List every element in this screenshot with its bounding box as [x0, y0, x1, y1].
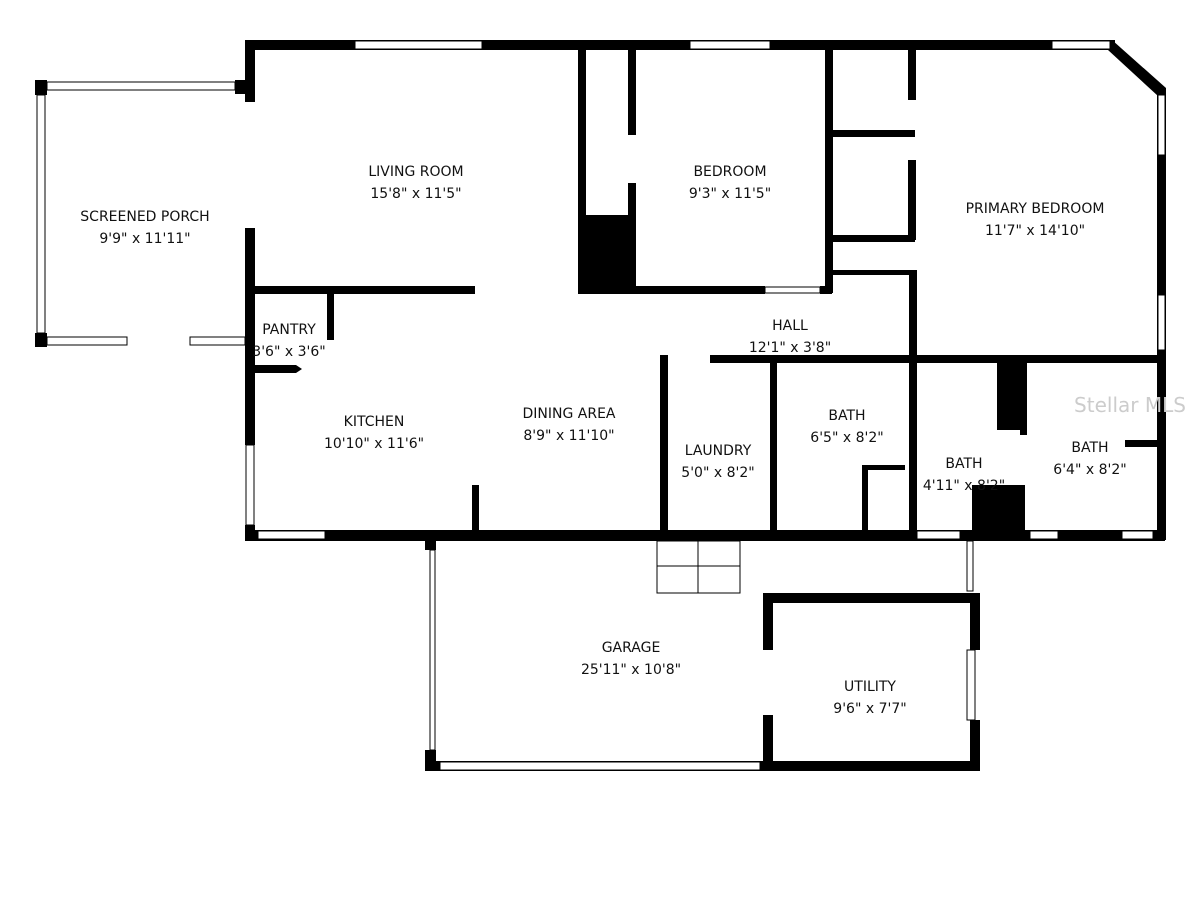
utility-dims: 9'6" x 7'7": [833, 701, 906, 717]
hall-name: HALL: [772, 318, 808, 334]
dining-area-dims: 8'9" x 11'10": [523, 428, 614, 444]
living-room-dims: 15'8" x 11'5": [370, 186, 461, 202]
pantry-name: PANTRY: [262, 322, 316, 338]
living-room-name: LIVING ROOM: [368, 164, 463, 180]
pantry-dims: 3'6" x 3'6": [252, 344, 325, 360]
hall-dims: 12'1" x 3'8": [749, 340, 831, 356]
room-labels: SCREENED PORCH 9'9" x 11'11" LIVING ROOM…: [80, 164, 1186, 717]
bath-1-dims: 6'5" x 8'2": [810, 430, 883, 446]
bath-3-dims: 6'4" x 8'2": [1053, 462, 1126, 478]
screened-porch-dims: 9'9" x 11'11": [99, 231, 190, 247]
bath-2-dims: 4'11" x 8'2": [923, 478, 1005, 494]
laundry-dims: 5'0" x 8'2": [681, 465, 754, 481]
dining-area-name: DINING AREA: [522, 406, 615, 422]
walls: [35, 40, 1166, 771]
laundry-name: LAUNDRY: [685, 443, 752, 459]
kitchen-dims: 10'10" x 11'6": [324, 436, 424, 452]
bedroom-dims: 9'3" x 11'5": [689, 186, 771, 202]
bath-3-name: BATH: [1071, 440, 1108, 456]
primary-bedroom-dims: 11'7" x 14'10": [985, 223, 1085, 239]
bath-1-name: BATH: [828, 408, 865, 424]
bath-2-name: BATH: [945, 456, 982, 472]
kitchen-name: KITCHEN: [344, 414, 405, 430]
primary-bedroom-name: PRIMARY BEDROOM: [966, 201, 1105, 217]
screened-porch-name: SCREENED PORCH: [80, 209, 209, 225]
bedroom-name: BEDROOM: [693, 164, 766, 180]
watermark: Stellar MLS: [1074, 393, 1186, 417]
utility-name: UTILITY: [844, 679, 896, 695]
garage-name: GARAGE: [602, 640, 661, 656]
windows: [36, 40, 1166, 771]
garage-dims: 25'11" x 10'8": [581, 662, 681, 678]
